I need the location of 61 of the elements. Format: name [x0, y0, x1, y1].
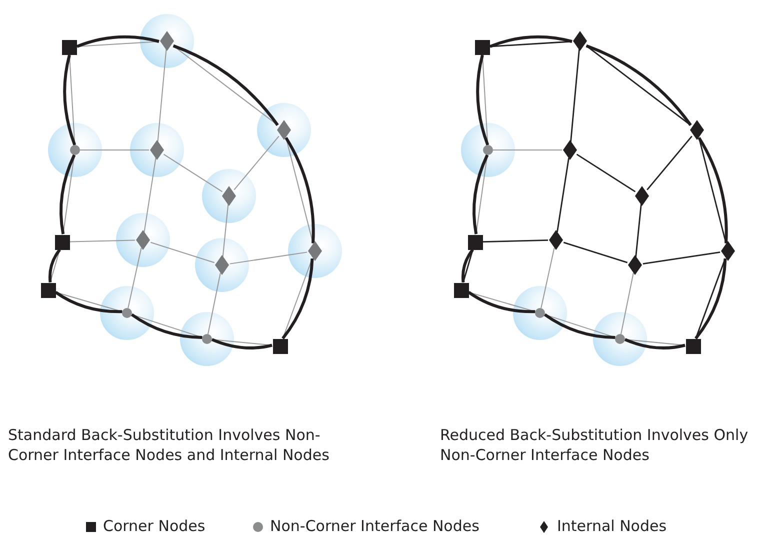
panel-caption: Standard Back-Substitution Involves Non-Corner Interface Nodes and Internal Nodes	[8, 425, 330, 465]
interface-node-dot	[483, 145, 493, 155]
mesh-line	[556, 158, 570, 232]
mesh-line	[576, 154, 636, 192]
corner-node-square	[62, 40, 76, 54]
internal-node-diamond	[160, 31, 174, 51]
internal-node-diamond	[563, 140, 577, 160]
mesh-line	[157, 48, 167, 143]
legend-label: Internal Nodes	[557, 517, 667, 535]
mesh-line	[570, 48, 580, 142]
internal-node-diamond	[308, 241, 322, 261]
boundary-curve	[476, 54, 490, 146]
corner-node-square	[454, 282, 468, 298]
mesh-line	[646, 136, 692, 190]
mesh-line	[222, 203, 229, 258]
internal-node-diamond	[549, 230, 563, 250]
mesh-line	[635, 204, 642, 258]
interface-node-dot	[122, 308, 132, 318]
mesh-line	[229, 252, 308, 264]
internal-node-diamond	[215, 255, 229, 275]
panel-caption: Reduced Back-Substitution Involves Only Non-Corner Interface Nodes	[440, 425, 750, 465]
boundary-curve	[489, 35, 572, 48]
boundary-curve	[60, 154, 76, 234]
interface-node-dot	[202, 334, 212, 344]
mesh-line	[563, 242, 628, 264]
internal-node-diamond	[136, 230, 150, 250]
legend-label: Non-Corner Interface Nodes	[270, 517, 480, 535]
mesh-line	[540, 247, 555, 309]
mesh-line	[150, 242, 215, 264]
internal-node-diamond	[222, 186, 236, 206]
corner-node-square	[686, 338, 700, 354]
mesh-line	[163, 154, 223, 192]
internal-node-diamond	[573, 31, 587, 51]
interface-node-dot	[615, 334, 625, 344]
corner-node-square	[474, 40, 490, 54]
internal-node-diamond	[721, 241, 735, 261]
internal-node-diamond	[277, 120, 291, 140]
mesh-line	[144, 157, 156, 233]
boundary-curve	[63, 54, 76, 146]
corner-node-square	[272, 338, 288, 354]
mesh-line	[482, 240, 548, 242]
mesh-line	[70, 240, 136, 242]
mesh-line	[642, 252, 720, 264]
boundary-curve	[472, 154, 489, 234]
internal-node-diamond	[690, 120, 704, 140]
mesh-line	[128, 247, 142, 309]
corner-node-square	[40, 282, 56, 298]
boundary-curve	[76, 35, 160, 48]
boundary-curve	[211, 338, 272, 350]
interface-node-dot	[70, 145, 80, 155]
legend-label: Corner Nodes	[103, 517, 206, 535]
boundary-curve	[624, 338, 686, 350]
corner-node-square	[54, 234, 70, 250]
mesh-line	[234, 136, 280, 190]
internal-node-diamond	[628, 255, 642, 275]
corner-node-square	[468, 234, 482, 250]
mesh-line	[208, 272, 221, 335]
mesh-line	[620, 272, 634, 335]
internal-node-diamond	[150, 140, 164, 160]
internal-node-diamond	[635, 186, 649, 206]
interface-node-dot	[535, 308, 545, 318]
